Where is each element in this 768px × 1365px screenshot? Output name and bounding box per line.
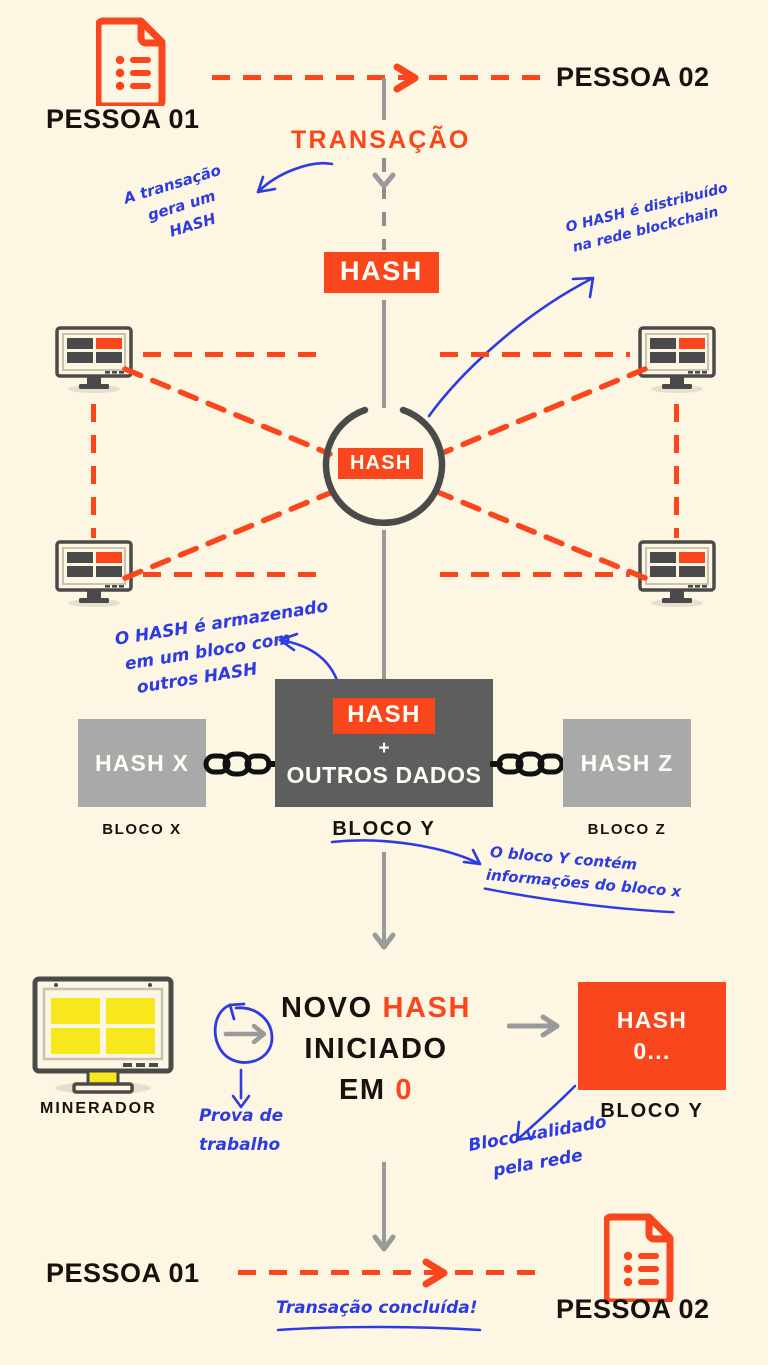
transaction-arrowhead-bottom [422, 1257, 452, 1294]
vertical-connector-3 [382, 300, 386, 408]
vertical-connector-4 [382, 530, 386, 680]
transaction-arrowhead-top [393, 62, 423, 99]
result-block-line-1: HASH [616, 1006, 688, 1033]
monitor-miner-icon [32, 976, 174, 1103]
grey-arrowhead-3 [371, 1232, 397, 1261]
network-link-left-v [91, 404, 96, 538]
note-arrow-left-top [248, 158, 338, 213]
person-01-bottom-label: PESSOA 01 [46, 1258, 200, 1288]
note-arrow-validated [505, 1082, 585, 1155]
network-link-bottom-left-h [143, 572, 326, 577]
circular-arrow-icon [208, 996, 280, 1077]
note-transaction-completed: Transação concluída! [276, 1296, 496, 1336]
note-arrow-right-top [425, 260, 615, 425]
block-y: HASH + OUTROS DADOS [275, 679, 493, 807]
chain-link-icon-right [489, 749, 566, 784]
note-transaction-generates-hash: A transação gera um HASH [121, 160, 224, 241]
proof-arrow-down [228, 1068, 254, 1115]
note-arrow-block-contains [328, 834, 498, 879]
grey-arrow-to-result [506, 1012, 563, 1045]
person-02-top-label: PESSOA 02 [556, 62, 710, 92]
person-02-bottom-label: PESSOA 02 [556, 1294, 710, 1324]
block-z-caption: BLOCO Z [587, 821, 667, 838]
hash-badge-top: HASH [324, 252, 439, 293]
result-block-hash0: HASH 0... [578, 982, 726, 1090]
transaction-dashed-line-bottom [238, 1270, 538, 1275]
document-list-icon-person02 [602, 1212, 676, 1307]
result-block-caption: BLOCO Y [600, 1100, 704, 1122]
novo-hash-headline: NOVO HASH INICIADO EM 0 [268, 988, 484, 1112]
block-x: HASH X [78, 719, 206, 807]
block-y-plus: + [378, 737, 390, 759]
block-y-body: OUTROS DADOS [286, 761, 482, 788]
result-block-line-2: 0... [633, 1038, 671, 1064]
monitor-icon-node-bottom-left [55, 540, 133, 613]
block-z: HASH Z [563, 719, 691, 807]
vertical-connector-5 [382, 852, 386, 944]
grey-arrowhead-1 [371, 170, 397, 199]
hash-ring-circle [318, 400, 450, 537]
vertical-connector-1 [382, 78, 386, 120]
headline-line-2: INICIADO [304, 1033, 448, 1066]
monitor-icon-node-bottom-right [638, 540, 716, 613]
miner-label: MINERADOR [40, 1100, 157, 1117]
grey-arrowhead-2 [371, 930, 397, 959]
monitor-icon-node-top-right [638, 326, 716, 399]
network-link-top-left-h [143, 352, 326, 357]
note-block-y-contains-x: O bloco Y contém informações do bloco x [483, 841, 700, 918]
monitor-icon-node-top-left [55, 326, 133, 399]
person-01-top-label: PESSOA 01 [46, 104, 200, 134]
chain-link-icon-left [203, 749, 280, 784]
block-y-hash-badge: HASH [333, 697, 435, 734]
hash-badge-center: HASH [338, 448, 424, 479]
network-link-right-v [674, 404, 679, 538]
transacao-label: TRANSAÇÃO [291, 126, 471, 154]
note-hash-distributed: O HASH é distribuído na rede blockchain [564, 180, 730, 256]
vertical-connector-6 [382, 1162, 386, 1246]
transaction-dashed-line-top [212, 75, 542, 80]
block-y-caption: BLOCO Y [332, 818, 436, 840]
vertical-connector-2 [382, 158, 386, 250]
note-block-validated: Bloco validado pela rede [466, 1111, 609, 1181]
network-link-bottom-right-h [440, 572, 630, 577]
headline-line-1: NOVO HASH [280, 992, 472, 1024]
note-proof-of-work: Prova de trabalho [199, 1106, 284, 1155]
network-link-top-right-h [440, 352, 630, 357]
document-list-icon-person01 [94, 16, 168, 111]
headline-line-3: EM 0 [338, 1074, 414, 1107]
block-x-caption: BLOCO X [102, 821, 182, 838]
